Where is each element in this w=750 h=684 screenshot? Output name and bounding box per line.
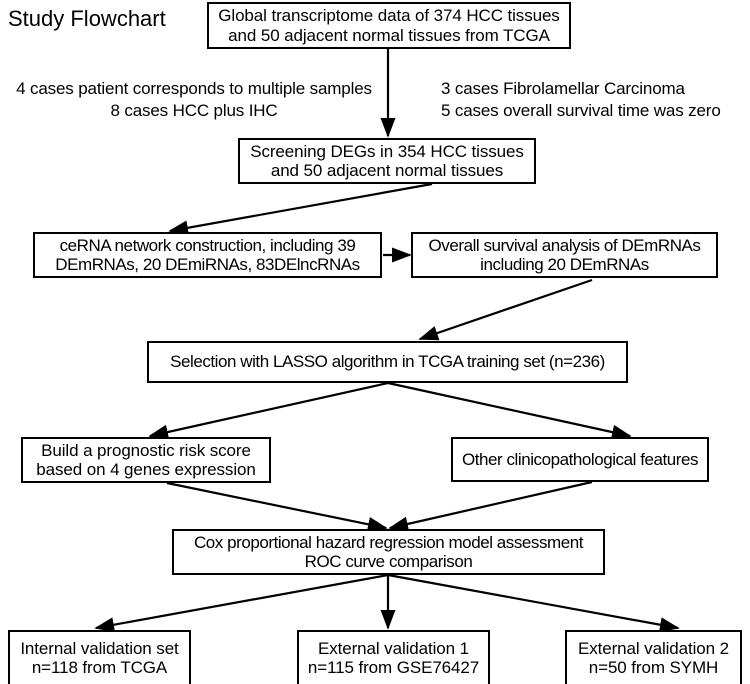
exclusion-note-left: 4 cases patient corresponds to multiple … <box>4 78 384 123</box>
exclusion-note-left-line-2: 8 cases HCC plus IHC <box>110 101 278 121</box>
node-cerna-network: ceRNA network construction, including 39… <box>33 232 382 278</box>
node-external-validation-2-line-1: External validation 2 <box>578 638 729 658</box>
exclusion-note-right-line-2: 5 cases overall survival time was zero <box>441 101 721 121</box>
node-internal-validation-line-1: Internal validation set <box>20 638 179 658</box>
node-overall-survival: Overall survival analysis of DEmRNAs inc… <box>411 232 718 278</box>
exclusion-note-left-line-1: 4 cases patient corresponds to multiple … <box>16 79 372 98</box>
node-external-validation-2: External validation 2 n=50 from SYMH <box>565 630 742 684</box>
node-cox-model-line-2: ROC curve comparison <box>304 552 473 571</box>
arrow-clinicopathological-to-cox <box>388 480 593 532</box>
node-risk-score: Build a prognostic risk score based on 4… <box>21 437 271 483</box>
node-overall-survival-line-2: including 20 DEmRNAs <box>480 255 649 274</box>
node-clinicopathological-line-1: Other clinicopathological features <box>461 449 699 469</box>
node-cox-model-line-1: Cox proportional hazard regression model… <box>193 532 584 552</box>
node-cerna-network-line-1: ceRNA network construction, including 39 <box>59 235 356 255</box>
arrow-screening-to-cerna <box>168 182 433 236</box>
arrow-cox-to-internal-validation <box>94 573 389 633</box>
arrow-cox-to-external-validation-2 <box>387 573 680 633</box>
node-cox-model: Cox proportional hazard regression model… <box>172 529 605 575</box>
node-screening: Screening DEGs in 354 HCC tissues and 50… <box>238 138 536 184</box>
node-source-data-line-1: Global transcriptome data of 374 HCC tis… <box>218 6 560 26</box>
exclusion-note-right: 3 cases Fibrolamellar Carcinoma 5 cases … <box>441 78 721 123</box>
figure-title: Study Flowchart <box>8 6 166 31</box>
node-internal-validation-line-2: n=118 from TCGA <box>31 658 168 677</box>
arrow-risk-score-to-cox <box>166 481 388 532</box>
node-risk-score-line-1: Build a prognostic risk score <box>41 440 251 460</box>
node-clinicopathological: Other clinicopathological features <box>451 437 709 482</box>
exclusion-note-right-line-1: 3 cases Fibrolamellar Carcinoma <box>441 79 685 98</box>
arrow-lasso-to-risk-score <box>148 381 389 440</box>
node-internal-validation: Internal validation set n=118 from TCGA <box>8 630 191 684</box>
node-screening-line-2: and 50 adjacent normal tissues <box>270 161 504 180</box>
arrow-lasso-to-clinicopathological <box>387 381 632 440</box>
node-cerna-network-line-2: DEmRNAs, 20 DEmiRNAs, 83DElncRNAs <box>55 255 360 274</box>
node-external-validation-1-line-2: n=115 from GSE76427 <box>307 658 480 677</box>
node-external-validation-1: External validation 1 n=115 from GSE7642… <box>297 630 490 684</box>
node-external-validation-1-line-1: External validation 1 <box>318 638 469 658</box>
node-lasso-selection-line-1: Selection with LASSO algorithm in TCGA t… <box>170 352 605 372</box>
node-lasso-selection: Selection with LASSO algorithm in TCGA t… <box>147 341 628 383</box>
node-source-data-line-2: and 50 adjacent normal tissues from TCGA <box>228 25 550 45</box>
arrow-overall-survival-to-lasso <box>418 278 593 341</box>
node-external-validation-2-line-2: n=50 from SYMH <box>588 658 719 677</box>
node-risk-score-line-2: based on 4 genes expression <box>36 460 256 479</box>
node-source-data: Global transcriptome data of 374 HCC tis… <box>207 2 571 49</box>
node-screening-line-1: Screening DEGs in 354 HCC tissues <box>250 141 524 161</box>
node-overall-survival-line-1: Overall survival analysis of DEmRNAs <box>428 235 701 255</box>
